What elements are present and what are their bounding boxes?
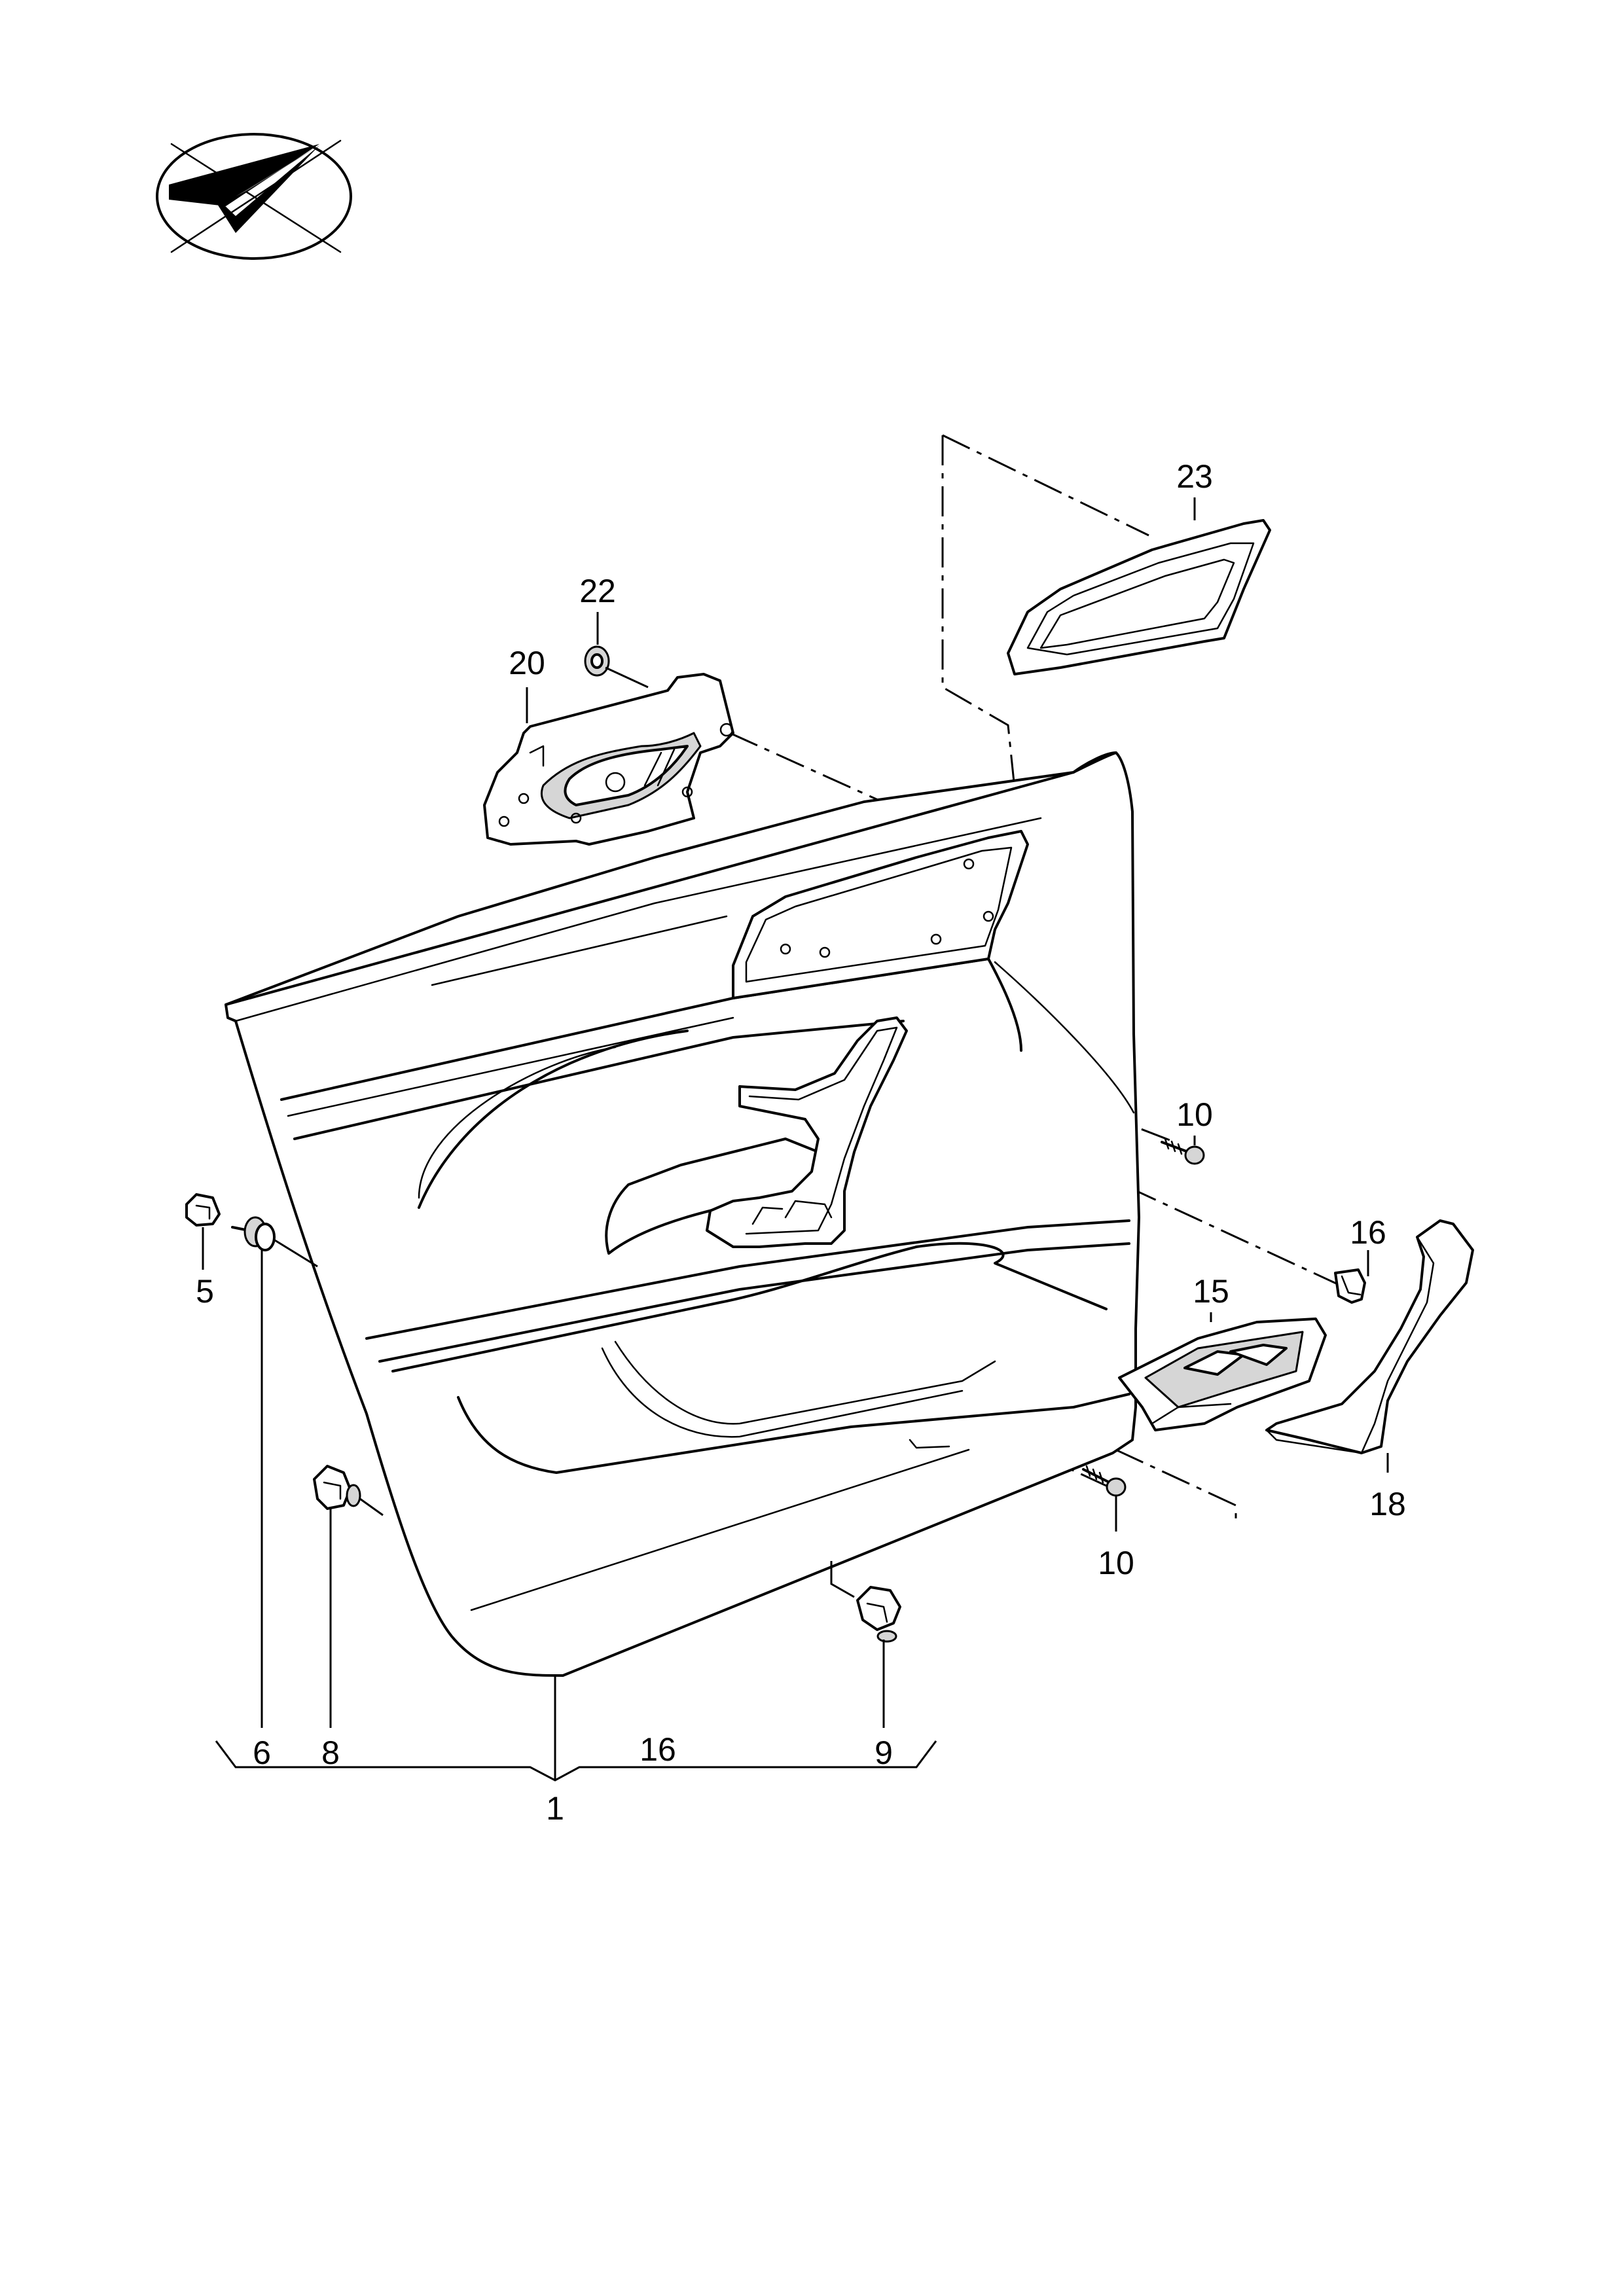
- upper-trim-insert: [1007, 519, 1271, 675]
- label-part-10-upper: 10: [1176, 1096, 1213, 1133]
- label-part-9: 9: [875, 1734, 893, 1771]
- label-part-23: 23: [1176, 458, 1213, 495]
- inner-door-handle: [483, 673, 734, 846]
- label-part-20: 20: [509, 645, 545, 681]
- window-switch: [1118, 1318, 1327, 1431]
- assembly-bracket: [215, 1740, 937, 1782]
- label-part-6: 6: [253, 1734, 271, 1771]
- door-pull-trim: [1265, 1219, 1474, 1454]
- label-part-5: 5: [196, 1273, 214, 1310]
- paper-plane-check-icon: [156, 133, 352, 260]
- label-part-10-lower: 10: [1098, 1545, 1134, 1581]
- clip-16: [1334, 1268, 1366, 1304]
- leader-lines: [261, 497, 1389, 1780]
- screw-10-lower: [1082, 1465, 1127, 1497]
- label-part-16-right: 16: [1350, 1214, 1386, 1251]
- clip-5: [185, 1193, 221, 1270]
- screw-10-upper: [1161, 1138, 1205, 1165]
- part-labels: 23 22 20 10 16 15 18 10 5 6 8 16 9 1: [196, 458, 1406, 1827]
- fastener-6: [231, 1216, 318, 1268]
- label-part-1: 1: [546, 1790, 564, 1827]
- clip-8: [313, 1465, 384, 1516]
- door-trim-panel: [225, 751, 1140, 1677]
- label-part-18: 18: [1369, 1486, 1406, 1522]
- label-part-22: 22: [579, 573, 616, 609]
- label-part-15: 15: [1193, 1273, 1229, 1310]
- grommet: [584, 645, 649, 689]
- label-part-8: 8: [321, 1734, 340, 1771]
- label-part-16-bottom: 16: [640, 1731, 676, 1768]
- clip-9: [830, 1561, 901, 1643]
